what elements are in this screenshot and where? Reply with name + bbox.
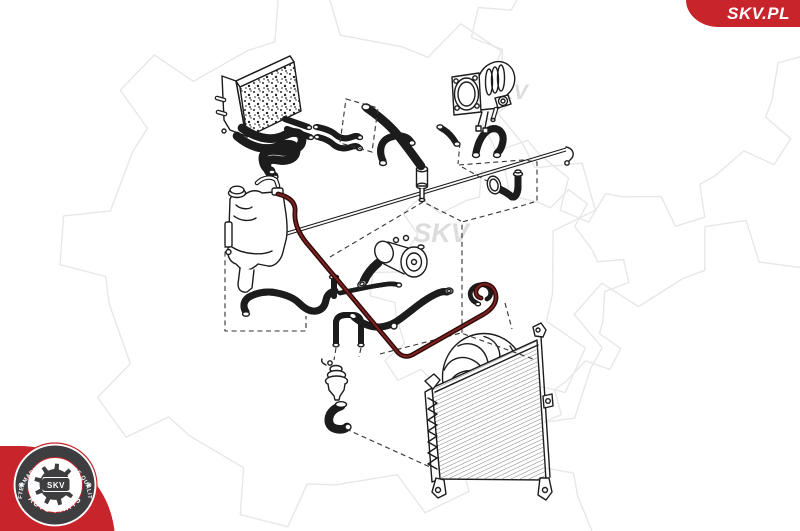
dashed-outlines [224,98,538,468]
middle-hose-network [243,274,403,348]
badge-label: SKV [47,481,65,490]
heater-hoses [232,123,302,181]
gear-watermark [369,169,630,428]
svg-text:AFTERMARKET PRICE - OE QUALITY: AFTERMARKET PRICE - OE QUALITY [0,0,92,499]
expansion-tank-cap [227,185,247,199]
coolant-metal-pipe [271,146,574,241]
heater-core [214,55,302,138]
gear-watermark [470,0,800,227]
highlighted-hose [275,191,499,359]
pump-outlet-hose [348,287,454,331]
small-elbow-hose [436,124,461,147]
pipe-bleed-valve [415,165,429,203]
hose-stub-pair [282,116,315,141]
brand-banner-text: SKV.PL [727,3,790,23]
flanged-elbow-pipe [486,169,524,201]
skv-badge: AFTERMARKET PRICE - OE QUALITY AUTO PART… [0,0,115,531]
gear-watermark [59,0,597,528]
skv-watermark-text: SKV [413,218,471,248]
water-pump [357,234,428,289]
brand-banner: SKV.PL [686,0,800,27]
throttle-body [451,60,516,134]
throttle-actuator [475,94,512,134]
s-elbow-hose [471,129,504,159]
badge-star-icon [18,482,24,488]
expansion-tank [224,175,288,293]
radiator [424,322,554,501]
lower-elbow-hose [329,401,352,430]
badge-top-arc-text: AFTERMARKET PRICE - OE QUALITY [0,0,92,499]
hose-stub-pair [312,124,364,151]
auxiliary-water-pump [320,358,349,401]
badge-star-icon [86,482,92,488]
pipe-end-fitting [565,146,574,162]
radiator-bracket [424,322,554,501]
arc-hose [380,136,416,167]
vent-pipe [254,175,281,189]
